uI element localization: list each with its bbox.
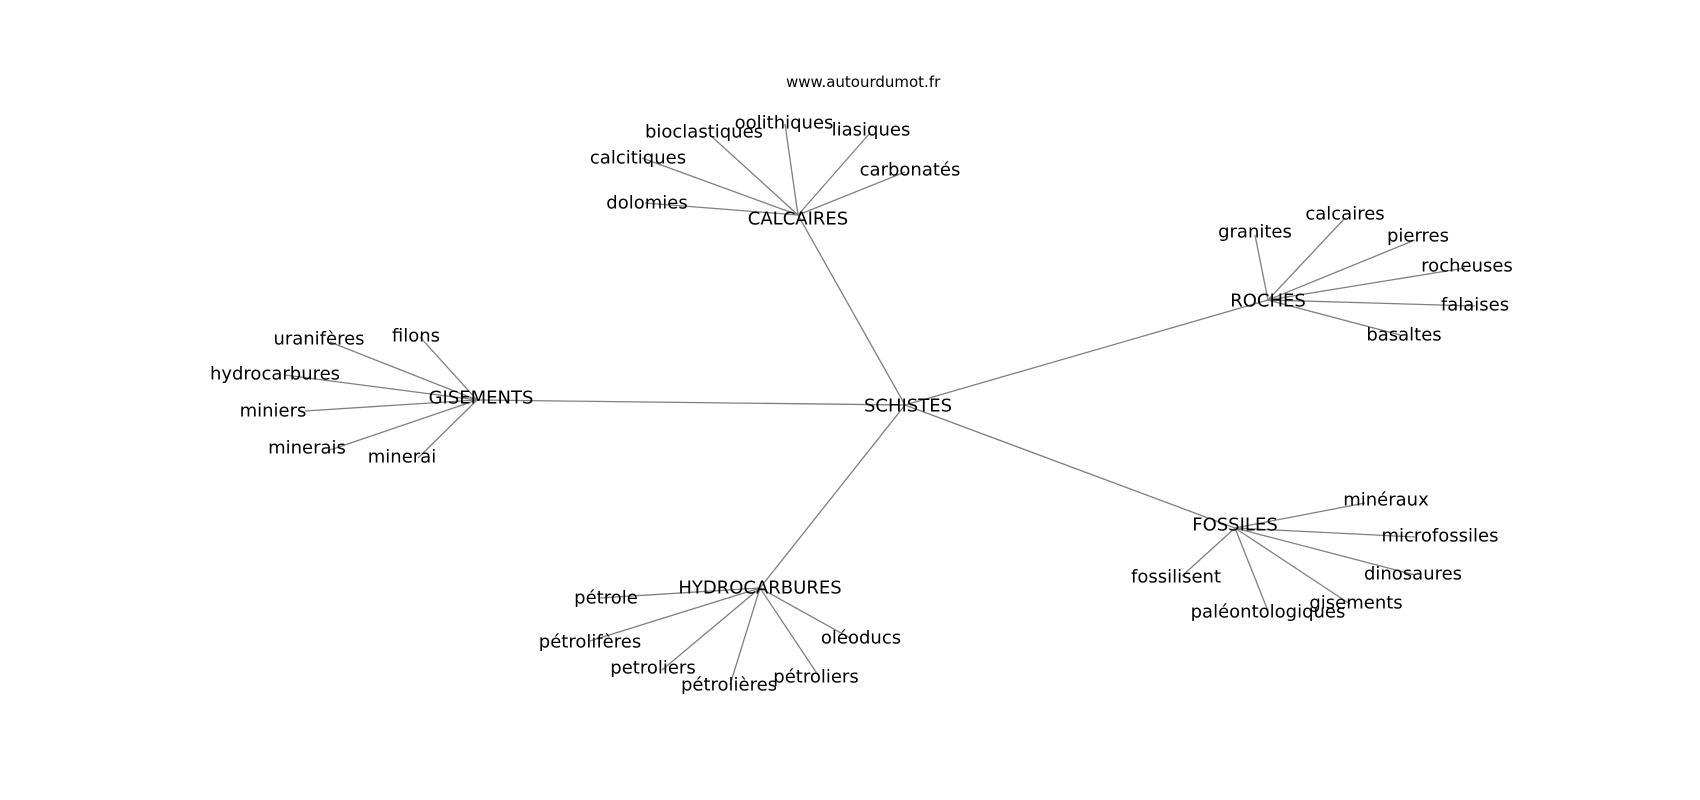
graph-edge [1234,502,1366,529]
graph-edge [904,299,1269,406]
leaf-word[interactable]: pétrolifères [539,632,641,653]
graph-edge [1267,299,1401,336]
leaf-word[interactable]: oléoducs [821,628,901,649]
graph-edge [419,336,478,401]
graph-edge [641,157,799,216]
leaf-word[interactable]: pétrole [574,588,638,609]
graph-edge [417,399,478,459]
leaf-word[interactable]: bioclastiques [645,122,763,143]
graph-edge [304,399,478,412]
graph-edge [797,171,906,216]
leaf-word[interactable]: calcitiques [590,148,686,169]
hub-word[interactable]: GISEMENTS [429,388,534,409]
hub-word[interactable]: FOSSILES [1192,515,1278,536]
graph-edge [644,202,799,216]
graph-edges [284,123,1476,686]
graph-edge [476,399,906,406]
graph-edge [589,587,761,642]
graph-edge [1267,299,1476,307]
leaf-word[interactable]: basaltes [1366,325,1441,346]
graph-edge [329,399,478,451]
graph-edge [661,587,761,671]
graph-edge [1234,527,1351,605]
leaf-word[interactable]: hydrocarbures [210,364,340,385]
leaf-word[interactable]: liasiques [832,120,911,141]
leaf-word[interactable]: minerai [368,447,436,468]
graph-edge [797,132,871,216]
graph-edge [1267,267,1466,301]
leaf-word[interactable]: microfossiles [1381,526,1498,547]
leaf-word[interactable]: filons [392,326,440,347]
leaf-word[interactable]: minerais [268,438,346,459]
graph-edge [1234,527,1416,538]
leaf-word[interactable]: pierres [1387,226,1449,247]
graph-edge [904,404,1236,529]
hub-word[interactable]: HYDROCARBURES [678,578,841,599]
leaf-word[interactable]: falaises [1441,295,1509,316]
graph-edge [1234,527,1416,576]
leaf-word[interactable]: dinosaures [1364,564,1462,585]
graph-edge [709,134,799,216]
graph-edge [1254,234,1269,301]
graph-edge [1267,239,1416,301]
leaf-word[interactable]: petroliers [610,658,695,679]
graph-edge [1181,527,1236,577]
leaf-word[interactable]: minéraux [1343,490,1429,511]
graph-edge [784,123,799,216]
graph-edge [759,587,851,639]
leaf-word[interactable]: oolithiques [735,113,834,134]
hub-word[interactable]: ROCHES [1230,291,1306,312]
graph-edge [599,587,761,599]
leaf-word[interactable]: granites [1218,222,1292,243]
leaf-word[interactable]: miniers [240,401,307,422]
leaf-word[interactable]: fossilisent [1131,567,1221,588]
source-url: www.autourdumot.fr [786,73,941,91]
hub-word[interactable]: CALCAIRES [748,209,848,230]
leaf-word[interactable]: paléontologiques [1191,602,1346,623]
graph-edge [329,341,478,401]
graph-labels: SCHISTES CALCAIRES dolomies calcitiques bioc… [210,113,1513,696]
graph-edge [759,404,906,589]
graph-edge [284,374,478,401]
graph-edge [759,587,819,676]
leaf-word[interactable]: carbonatés [860,160,961,181]
center-word[interactable]: SCHISTES [864,396,952,417]
graph-edge [797,214,906,406]
graph-edge [729,587,761,686]
leaf-word[interactable]: uranifères [273,329,364,350]
graph-edge [1234,527,1269,612]
graph-edge [1267,217,1346,301]
leaf-word[interactable]: gisements [1309,593,1402,614]
leaf-word[interactable]: dolomies [606,193,687,214]
leaf-word[interactable]: pétroliers [773,667,858,688]
leaf-word[interactable]: rocheuses [1421,256,1513,277]
leaf-word[interactable]: pétrolières [681,675,777,696]
leaf-word[interactable]: calcaires [1305,204,1384,225]
